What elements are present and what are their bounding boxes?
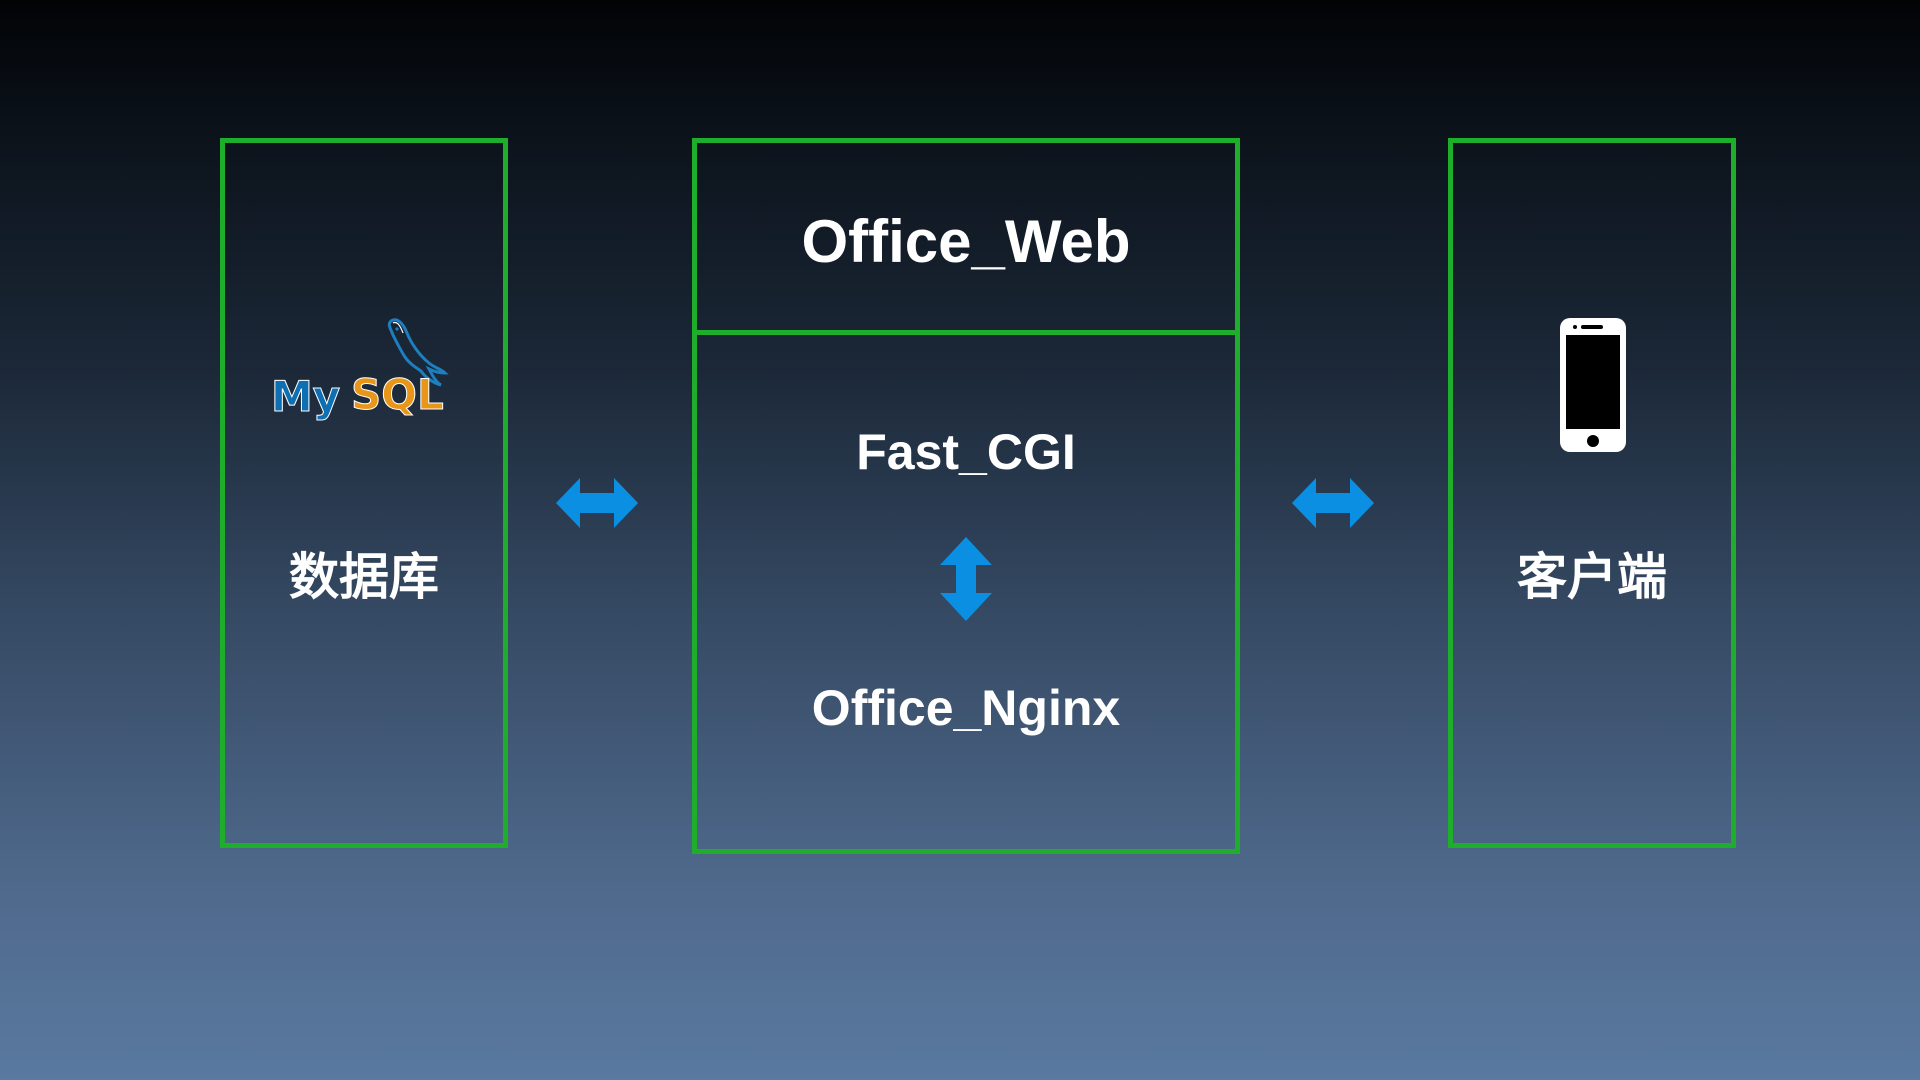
dolphin-eye	[395, 327, 399, 331]
server-divider	[697, 330, 1235, 335]
mysql-logo-icon: My SQL	[271, 318, 449, 422]
mysql-sql-text: SQL	[351, 370, 444, 419]
dolphin-highlight	[392, 321, 404, 334]
database-label: 数据库	[289, 548, 439, 606]
smartphone-icon	[1560, 318, 1626, 452]
office-web-title: Office_Web	[801, 208, 1131, 275]
database-box: My SQL 数据库	[220, 138, 508, 848]
vertical-bidirectional-arrow-icon	[940, 537, 992, 621]
server-box: Office_Web Fast_CGI Office_Nginx	[692, 138, 1240, 854]
client-box: 客户端	[1448, 138, 1736, 848]
fast-cgi-label: Fast_CGI	[856, 424, 1076, 480]
office-nginx-label: Office_Nginx	[811, 680, 1121, 736]
mysql-my-text: My	[271, 372, 340, 421]
bidirectional-arrow-icon	[1292, 478, 1374, 528]
client-label: 客户端	[1517, 548, 1667, 606]
bidirectional-arrow-icon	[556, 478, 638, 528]
dolphin-outline	[387, 318, 449, 387]
